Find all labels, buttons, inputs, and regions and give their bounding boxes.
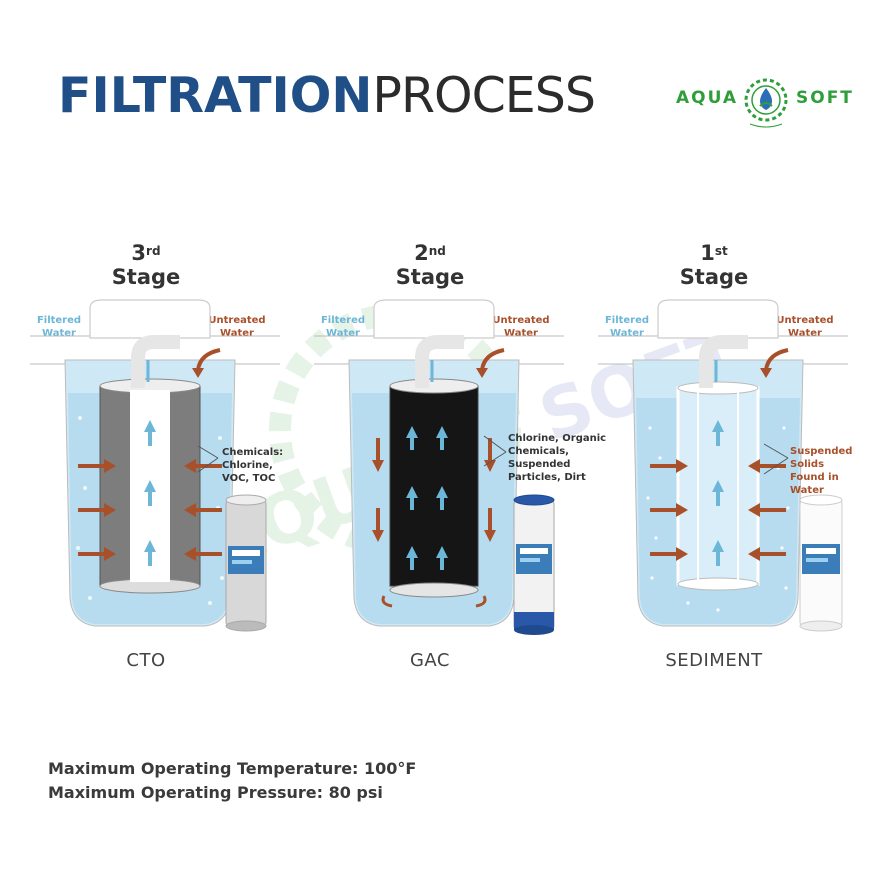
- carbon-block-cartridge-icon: [225, 494, 267, 632]
- stage-2-untreated-label: Untreated Water: [492, 315, 550, 339]
- page-title: FILTRATIONPROCESS: [58, 66, 596, 126]
- stage-2-cartridge-name: GAC: [409, 650, 450, 671]
- stage-1-housing-diagram: [598, 299, 848, 627]
- stage-3-filtered-label: Filtered Water: [36, 315, 82, 339]
- logo-text-soft: SOFT: [796, 88, 854, 108]
- stage-2-suffix: nd: [428, 244, 446, 258]
- spec-pressure: Maximum Operating Pressure: 80 psi: [48, 783, 383, 802]
- gear-leaf-icon: [744, 78, 788, 128]
- stage-3-cartridge-name: CTO: [126, 650, 166, 671]
- operating-specs: Maximum Operating Temperature: 100°F Max…: [48, 757, 416, 805]
- aquasoft-logo: AQUA SOFT: [672, 72, 858, 132]
- title-light: PROCESS: [372, 67, 596, 124]
- stage-2-filtered-label: Filtered Water: [320, 315, 366, 339]
- stage-3-heading: 3rd Stage: [66, 241, 226, 289]
- stage-1-untreated-label: Untreated Water: [776, 315, 834, 339]
- stage-3-suffix: rd: [146, 244, 161, 258]
- granular-carbon-cartridge-icon: [513, 494, 555, 635]
- stage-1-cartridge-name: SEDIMENT: [665, 650, 763, 671]
- logo-text-aqua: AQUA: [676, 88, 739, 108]
- stage-1-contaminants: Suspended Solids Found in Water: [790, 446, 853, 496]
- stage-2-heading: 2nd Stage: [350, 241, 510, 289]
- stage-3-contaminants: Chemicals: Chlorine, VOC, TOC: [222, 447, 284, 484]
- title-bold: FILTRATION: [58, 67, 373, 124]
- stage-1-suffix: st: [714, 244, 728, 258]
- spec-temperature: Maximum Operating Temperature: 100°F: [48, 759, 417, 778]
- stage-2-word: Stage: [395, 265, 465, 289]
- stage-2-housing-diagram: [314, 299, 564, 627]
- stage-1-word: Stage: [679, 265, 749, 289]
- stage-3-untreated-label: Untreated Water: [208, 315, 266, 339]
- stage-2-number: 2: [414, 241, 429, 265]
- stage-3-word: Stage: [111, 265, 181, 289]
- stage-3-number: 3: [131, 241, 147, 265]
- sediment-cartridge-icon: [799, 494, 843, 632]
- stage-1-number: 1: [700, 241, 715, 265]
- stage-1-filtered-label: Filtered Water: [604, 315, 650, 339]
- stage-2-contaminants: Chlorine, Organic Chemicals, Suspended P…: [508, 433, 607, 483]
- stage-3-housing-diagram: [30, 299, 280, 627]
- stage-1-heading: 1st Stage: [634, 241, 794, 289]
